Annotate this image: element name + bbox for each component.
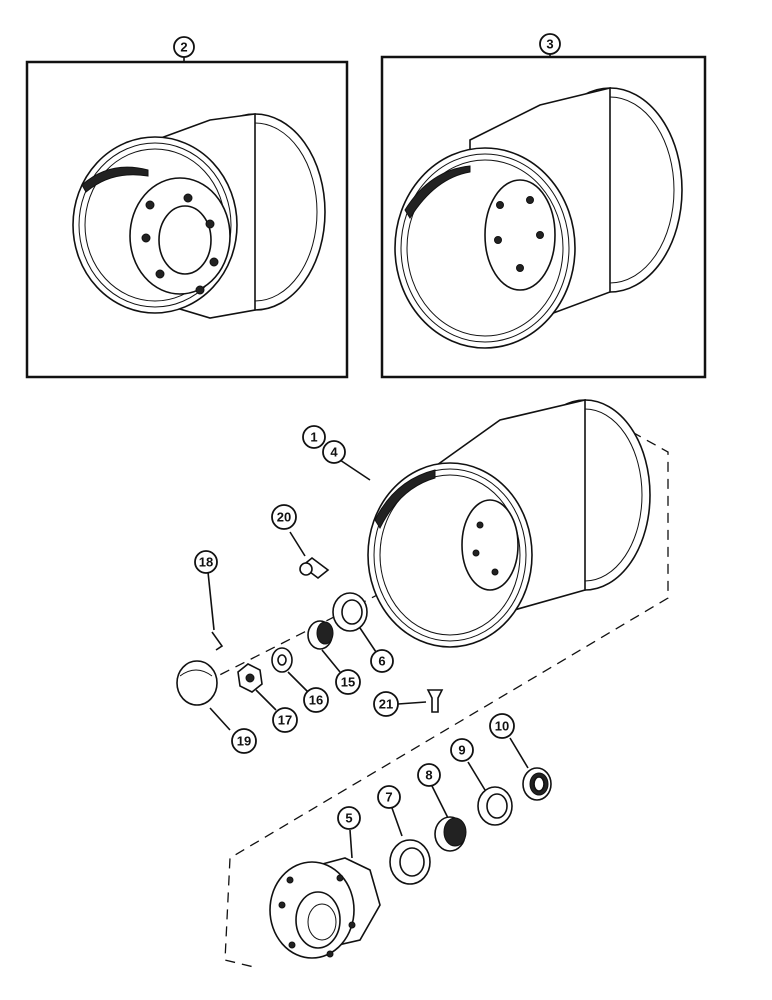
svg-text:2: 2: [180, 40, 187, 55]
wheel-rim-main: [367, 398, 651, 648]
callout-15: 15: [335, 669, 361, 695]
seal-10: [509, 737, 552, 801]
callout-9: 9: [450, 738, 474, 762]
svg-text:16: 16: [309, 693, 323, 708]
bearing-cup-9: [467, 761, 513, 826]
svg-text:20: 20: [277, 510, 291, 525]
callout-7: 7: [377, 785, 401, 809]
callout-6: 6: [370, 649, 394, 673]
callout-21: 21: [373, 691, 399, 717]
callout-19: 19: [231, 728, 257, 754]
callout-1: 1: [302, 425, 326, 449]
svg-text:21: 21: [379, 697, 393, 712]
svg-text:6: 6: [378, 654, 385, 669]
svg-text:18: 18: [199, 555, 213, 570]
callout-4: 4: [322, 440, 371, 481]
cotter-pin-18: [207, 571, 224, 651]
callout-2: 2: [173, 36, 195, 58]
svg-text:10: 10: [495, 719, 509, 734]
washer-16: [271, 647, 309, 693]
svg-text:3: 3: [546, 37, 553, 52]
valve-stem-21: [397, 689, 444, 713]
main-exploded-view: 1 4 20 18 6 15 16 17: [176, 398, 669, 969]
bearing-cone-8: [431, 785, 467, 852]
svg-text:4: 4: [330, 445, 338, 460]
callout-20: 20: [271, 504, 297, 530]
bearing-cone-15: [307, 620, 341, 673]
bolt-20: [289, 531, 330, 580]
nut-17: [237, 663, 277, 711]
callout-16: 16: [303, 687, 329, 713]
panel-wheel-3: 3: [380, 33, 707, 379]
panel-wheel-2: 2: [25, 36, 349, 379]
bearing-cup-7: [389, 807, 431, 885]
svg-text:17: 17: [278, 713, 292, 728]
callout-17: 17: [272, 707, 298, 733]
svg-text:5: 5: [345, 811, 352, 826]
wheel-rim-3-drawing: [394, 86, 683, 349]
svg-text:9: 9: [458, 743, 465, 758]
assembly-boundary: [224, 431, 669, 969]
svg-text:7: 7: [385, 790, 392, 805]
callout-8: 8: [417, 763, 441, 787]
callout-5: 5: [337, 806, 361, 830]
svg-text:15: 15: [341, 675, 355, 690]
svg-text:8: 8: [425, 768, 432, 783]
callout-18: 18: [194, 550, 218, 574]
hub-cap-19: [176, 660, 231, 731]
callout-3: 3: [539, 33, 561, 55]
wheel-hub-5: [269, 829, 381, 959]
bearing-cup-6: [332, 592, 377, 653]
wheel-rim-2-drawing: [72, 113, 326, 319]
svg-text:19: 19: [237, 734, 251, 749]
svg-text:1: 1: [310, 430, 317, 445]
callout-10: 10: [489, 713, 515, 739]
